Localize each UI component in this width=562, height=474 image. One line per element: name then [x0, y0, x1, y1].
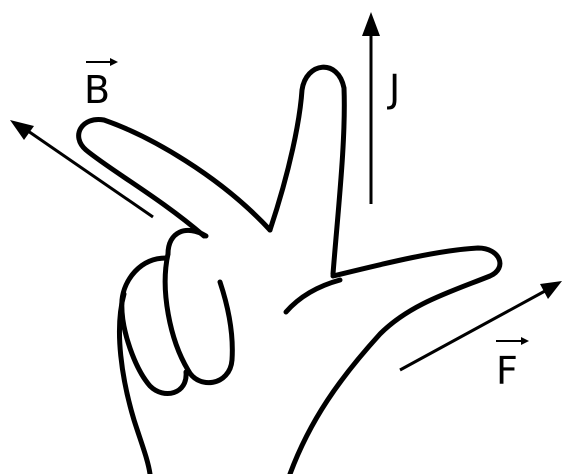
b-label: B: [84, 68, 110, 112]
j-arrowhead-icon: [362, 12, 380, 36]
j-label: J: [387, 67, 400, 111]
vector-b: B: [10, 58, 153, 217]
f-arrowhead-icon: [540, 281, 562, 299]
b-arrow-shaft: [28, 131, 153, 217]
knuckle-bulge: [168, 230, 206, 254]
f-vector-bar-tip-icon: [521, 337, 529, 345]
thumb-outline: [290, 248, 500, 474]
b-vector-bar-tip-icon: [110, 58, 118, 66]
vector-f: F: [400, 281, 562, 393]
hand-drawing: [79, 67, 500, 474]
b-arrowhead-icon: [10, 120, 34, 140]
ring-finger-outline: [165, 254, 232, 383]
thumb-crease: [286, 280, 340, 312]
pinky-finger-outline: [122, 258, 186, 394]
middle-finger-outline: [270, 67, 344, 274]
vector-j: J: [362, 12, 400, 204]
f-label: F: [496, 349, 518, 393]
index-finger-outline: [79, 119, 270, 236]
